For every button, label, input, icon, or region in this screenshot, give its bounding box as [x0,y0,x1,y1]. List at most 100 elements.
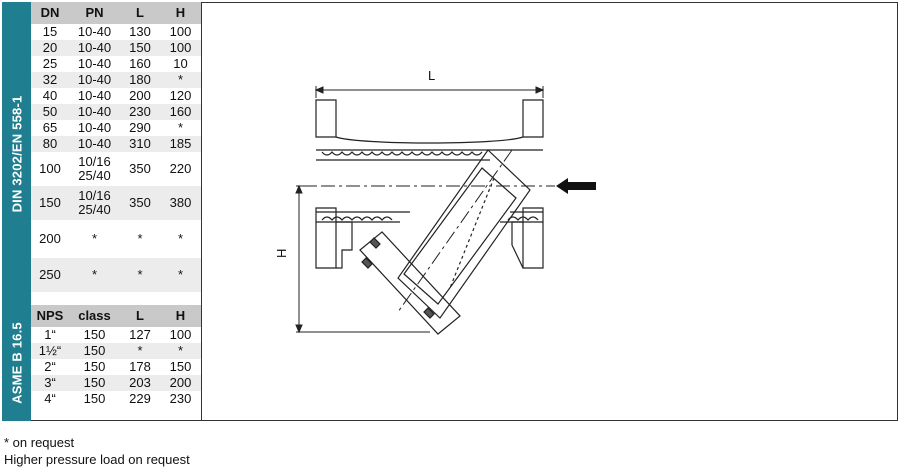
din-cell: 10-40 [69,104,120,120]
din-cell: * [160,258,201,292]
din-cell: 32 [31,72,69,88]
din-cell: * [120,258,160,292]
din-cell: 80 [31,136,69,152]
right-flange-bottom [522,207,544,269]
din-cell: 10-40 [69,120,120,136]
asme-cell: * [160,343,201,359]
asme-cell: 2“ [31,359,69,375]
asme-cell: 150 [160,359,201,375]
dimension-l-label: L [428,68,435,83]
din-cell: 25 [31,56,69,72]
din-header-pn: PN [69,2,120,24]
top-fins [321,151,483,156]
din-cell: 40 [31,88,69,104]
din-cell: 120 [160,88,201,104]
asme-cell: * [120,343,160,359]
din-cell: 10-40 [69,24,120,40]
din-standard-label: DIN 3202/EN 558-1 [9,95,24,212]
right-flange-top [522,99,544,138]
din-cell: 15 [31,24,69,40]
asme-header-h: H [160,305,201,327]
din-cell: 10-40 [69,88,120,104]
din-cell: * [160,72,201,88]
right-lower-lug [511,221,524,269]
din-cell: 310 [120,136,160,152]
chamber-centre-line [397,149,513,313]
din-cell: 150 [31,186,69,220]
asme-cell: 178 [120,359,160,375]
footnote-on-request: * on request [4,435,75,450]
din-cell: * [120,220,160,258]
din-cell: 350 [120,186,160,220]
din-cell: 10-40 [69,40,120,56]
din-cell: 10-40 [69,136,120,152]
body-top-outer [335,136,524,144]
asme-cell: 3“ [31,375,69,391]
dimension-h-label: H [274,249,289,258]
din-cell: 100 [160,24,201,40]
din-cell: * [69,258,120,292]
din-cell: * [160,220,201,258]
asme-cell: 127 [120,327,160,343]
asme-cell: 1“ [31,327,69,343]
din-cell: 185 [160,136,201,152]
asme-cell: 100 [160,327,201,343]
din-cell: 20 [31,40,69,56]
din-cell: 65 [31,120,69,136]
asme-cell: 150 [69,359,120,375]
cover-bolt-1 [369,237,381,249]
l-arrows [314,86,545,94]
asme-header-nps: NPS [31,305,69,327]
strainer-technical-drawing: L H [274,68,596,335]
cover-bolt-2 [423,307,435,319]
din-cell: 160 [160,104,201,120]
din-header-row: DN PN L H [31,2,201,24]
din-row: 200*** [31,220,201,258]
asme-cell: 4“ [31,391,69,407]
asme-header-class: class [69,305,120,327]
din-cell: 200 [120,88,160,104]
asme-header-l: L [120,305,160,327]
l-extension-lines [315,86,544,98]
asme-cell: 150 [69,391,120,407]
din-cell: 10-40 [69,72,120,88]
bottom-fins-right [507,216,539,221]
din-cell: * [69,220,120,258]
din-cell: 200 [31,220,69,258]
asme-cell: 200 [160,375,201,391]
din-cell: 100 [160,40,201,56]
asme-cell: 203 [120,375,160,391]
din-header-h: H [160,2,201,24]
left-lower-lug [336,221,353,269]
din-cell: 130 [120,24,160,40]
h-arrows [295,184,303,334]
footnote-pressure: Higher pressure load on request [4,452,190,467]
flow-direction-arrow-icon [556,178,596,194]
din-cell: 10/16 25/40 [69,152,120,186]
asme-cell: 150 [69,327,120,343]
din-cell: 10 [160,56,201,72]
din-cell: 50 [31,104,69,120]
asme-row: 1½“150** [31,343,201,359]
screen-hatch [449,177,495,289]
left-flange-top [315,99,337,138]
din-header-l: L [120,2,160,24]
din-cell: 100 [31,152,69,186]
din-cell: 250 [31,258,69,292]
asme-cell: 230 [160,391,201,407]
din-section-band: DIN 3202/EN 558-1 [2,2,31,305]
din-cell: 160 [120,56,160,72]
din-cell: 150 [120,40,160,56]
asme-header-row: NPS class L H [31,305,201,327]
cover-bolt-3 [361,257,373,269]
